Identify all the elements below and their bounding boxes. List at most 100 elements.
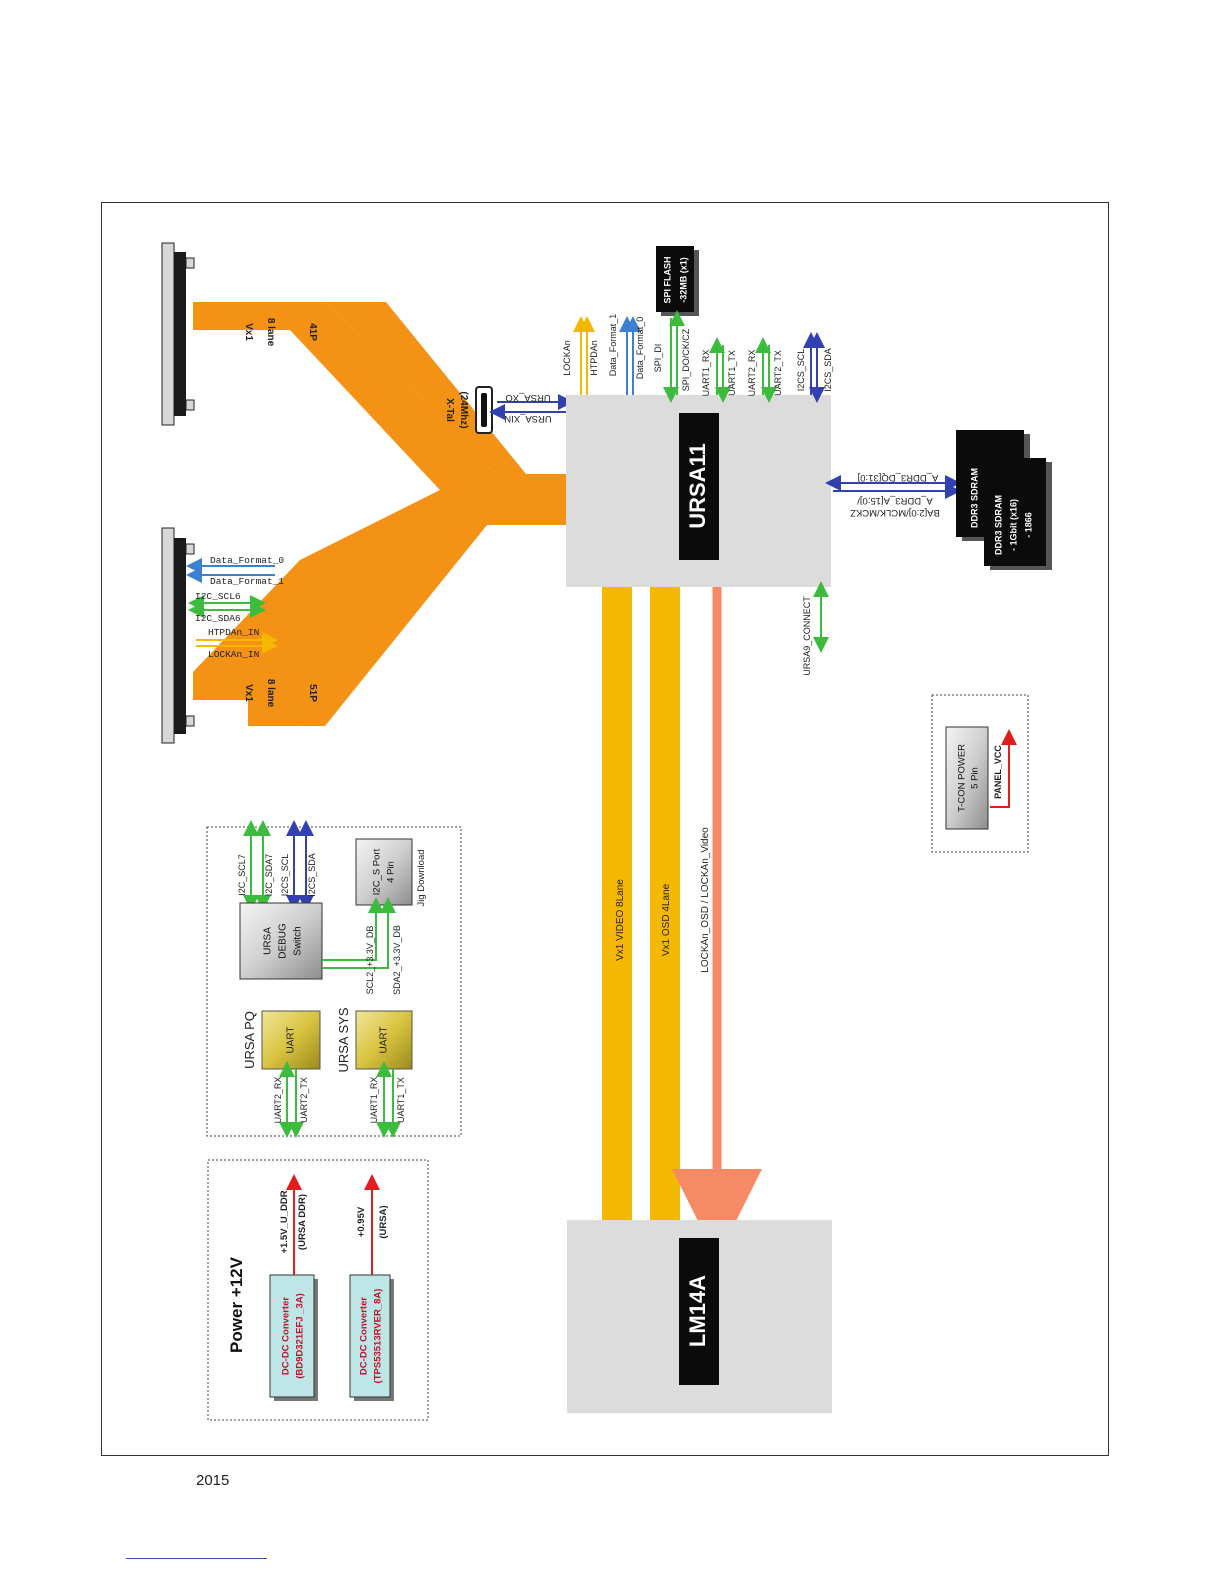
svg-text:SPI FLASH: SPI FLASH: [662, 256, 672, 303]
svg-text:LOCKAn_OSD / LOCKAn_Video: LOCKAn_OSD / LOCKAn_Video: [700, 827, 711, 973]
svg-text:(BD9D321EFJ _3A): (BD9D321EFJ _3A): [295, 1293, 306, 1379]
svg-text:I2C_SDA7: I2C_SDA7: [264, 854, 274, 897]
svg-text:HTPDAn: HTPDAn: [589, 340, 599, 376]
svg-text:(URSA): (URSA): [378, 1205, 389, 1238]
svg-text:PANEL_VCC: PANEL_VCC: [993, 745, 1003, 799]
ursa-sys-uart: URSA SYS UART UART1_RX UART1_TX: [336, 1007, 413, 1138]
svg-text:I2CS_SDA: I2CS_SDA: [307, 853, 317, 897]
footer-year: 2015: [196, 1472, 230, 1489]
svg-text:URSA: URSA: [263, 927, 274, 955]
svg-text:Data_Format_1: Data_Format_1: [608, 314, 618, 377]
svg-text:I2C_SCL6: I2C_SCL6: [195, 591, 241, 602]
connector-51p: [161, 527, 195, 744]
connector-bottom-label: Vx1 8 lane 51P: [243, 679, 318, 708]
ursa9-connect: URSA9_CONNECT: [802, 581, 829, 676]
svg-text:HTPDAn_IN: HTPDAn_IN: [208, 627, 259, 638]
svg-text:T-CON POWER: T-CON POWER: [957, 744, 968, 812]
svg-text:UART1_RX: UART1_RX: [369, 1077, 379, 1124]
svg-text:UART2_RX: UART2_RX: [747, 350, 757, 397]
svg-text:UART: UART: [286, 1026, 297, 1053]
svg-text:8 lane: 8 lane: [265, 318, 276, 347]
svg-text:LOCKAn_IN: LOCKAn_IN: [208, 649, 259, 660]
svg-text:+1.5V_U_DDR: +1.5V_U_DDR: [279, 1190, 290, 1253]
ursa-pq-uart: URSA PQ UART UART2_RX UART2_TX: [242, 1010, 321, 1138]
svg-text:LM14A: LM14A: [685, 1275, 710, 1347]
svg-text:+0.95V: +0.95V: [356, 1206, 367, 1237]
svg-text:URSA_XO: URSA_XO: [505, 392, 550, 403]
svg-text:Data_Format_0: Data_Format_0: [210, 555, 284, 566]
diagram-frame: [101, 202, 1109, 1456]
svg-text:- 1Gbit (x16): - 1Gbit (x16): [1008, 499, 1018, 551]
svg-text:UART1_TX: UART1_TX: [727, 350, 737, 396]
svg-text:Jig Download: Jig Download: [416, 849, 427, 906]
ursa-top-signals: LOCKAn HTPDAn Data_Format_1 Data_Format_…: [562, 310, 833, 403]
ursa11-block: URSA11: [566, 395, 831, 587]
svg-text:Vx1: Vx1: [243, 684, 254, 702]
connector-41p: [161, 242, 195, 426]
svg-text:Switch: Switch: [293, 926, 304, 955]
svg-text:41P: 41P: [307, 323, 318, 341]
svg-text:I2C_SDA6: I2C_SDA6: [195, 613, 241, 624]
svg-text:UART2_TX: UART2_TX: [299, 1077, 309, 1123]
svg-text:A_DDR3_DQ[31:0]: A_DDR3_DQ[31:0]: [858, 472, 939, 483]
connector-top-label: Vx1 8 lane 41P: [243, 318, 318, 347]
dc-dc-converter-1: DC-DC Converter (BD9D321EFJ _3A) +1.5V_U…: [269, 1174, 318, 1401]
svg-text:Data_Format_0: Data_Format_0: [635, 317, 645, 380]
svg-text:SDA2_+3.3V_DB: SDA2_+3.3V_DB: [392, 925, 402, 995]
svg-text:5 Pin: 5 Pin: [970, 767, 981, 789]
dc-dc-converter-2: DC-DC Converter (TPS53513RVER_8A) +0.95V…: [349, 1174, 394, 1401]
svg-text:SCL2_+3.3V_DB: SCL2_+3.3V_DB: [365, 926, 375, 995]
footer-rule: [126, 1558, 267, 1559]
debug-i2c-lines: SCL2_+3.3V_DB SDA2_+3.3V_DB: [322, 897, 402, 995]
svg-text:UART2_TX: UART2_TX: [773, 350, 783, 396]
svg-text:UART1_TX: UART1_TX: [396, 1077, 406, 1123]
svg-text:URSA_XIN: URSA_XIN: [504, 413, 552, 424]
ddr3-chip-b: DDR3 SDRAM - 1Gbit (x16) - 1866: [984, 458, 1052, 570]
vx1-video-bus: Vx1 VIDEO 8Lane: [602, 587, 632, 1220]
svg-text:URSA11: URSA11: [685, 443, 710, 529]
tcon-power-box: T-CON POWER 5 Pin PANEL_VCC: [931, 694, 1029, 853]
svg-text:- 1866: - 1866: [1023, 512, 1033, 538]
svg-text:URSA PQ: URSA PQ: [242, 1011, 257, 1069]
debug-top-signals: I2C_SCL7 I2C_SDA7 I2CS_SCL I2CS_SDA: [237, 820, 317, 911]
svg-text:(TPS53513RVER_8A): (TPS53513RVER_8A): [373, 1289, 384, 1384]
svg-text:UART2_RX: UART2_RX: [273, 1077, 283, 1124]
xtal-signals: URSA_XO URSA_XIN: [489, 392, 574, 424]
i2c-port: I2C_S Port 4 Pin Jig Download: [355, 838, 427, 907]
svg-text:(URSA DDR): (URSA DDR): [297, 1194, 308, 1250]
svg-text:Power +12V: Power +12V: [227, 1256, 246, 1353]
svg-text:I2CS_SDA: I2CS_SDA: [823, 348, 833, 392]
svg-text:8 lane: 8 lane: [265, 679, 276, 708]
ddr-signals: A_DDR3_DQ[31:0] A_DDR3_A[15:0]/ BA[2:0]/…: [825, 472, 961, 518]
vx1-orange-bus: [193, 302, 566, 726]
spi-flash-chip: SPI FLASH -32MB (x1): [656, 246, 699, 316]
svg-text:SPI_DI: SPI_DI: [653, 344, 663, 373]
lockan-signal: LOCKAn_OSD / LOCKAn_Video: [672, 587, 762, 1259]
svg-text:URSA SYS: URSA SYS: [336, 1007, 351, 1072]
svg-text:Data_Format_1: Data_Format_1: [210, 576, 284, 587]
debug-box: I2C_SCL7 I2C_SDA7 I2CS_SCL I2CS_SDA URSA…: [206, 820, 462, 1138]
svg-text:DEBUG: DEBUG: [278, 923, 289, 959]
svg-text:SPI_DO/CK/CZ: SPI_DO/CK/CZ: [681, 328, 691, 391]
svg-text:UART1_RX: UART1_RX: [701, 350, 711, 397]
svg-text:I2C_S Port: I2C_S Port: [372, 848, 383, 895]
vx1-osd-bus: Vx1 OSD 4Lane: [650, 587, 680, 1220]
ursa-debug-switch: URSA DEBUG Switch: [239, 902, 323, 980]
svg-text:DDR3 SDRAM: DDR3 SDRAM: [993, 495, 1003, 555]
svg-text:51P: 51P: [307, 684, 318, 702]
svg-text:URSA9_CONNECT: URSA9_CONNECT: [802, 596, 812, 676]
svg-text:I2C_SCL7: I2C_SCL7: [237, 854, 247, 896]
svg-text:I2CS_SCL: I2CS_SCL: [796, 349, 806, 392]
svg-text:LOCKAn: LOCKAn: [562, 340, 572, 376]
svg-text:-32MB (x1): -32MB (x1): [678, 257, 688, 303]
lm14a-block: LM14A: [567, 1220, 832, 1413]
crystal: X-Tal (24Mhz): [444, 386, 493, 434]
svg-text:DDR3 SDRAM: DDR3 SDRAM: [969, 468, 979, 528]
svg-text:Vx1 VIDEO 8Lane: Vx1 VIDEO 8Lane: [615, 879, 626, 961]
svg-text:Vx1: Vx1: [243, 323, 254, 341]
connector-signals: Data_Format_0 Data_Format_1 I2C_SCL6 I2C…: [186, 555, 284, 660]
power-box: Power +12V DC-DC Converter (BD9D321EFJ _…: [207, 1159, 429, 1421]
svg-text:BA[2:0]/MCLK/MCKZ: BA[2:0]/MCLK/MCKZ: [850, 507, 940, 518]
svg-text:DC-DC Converter: DC-DC Converter: [281, 1297, 292, 1375]
